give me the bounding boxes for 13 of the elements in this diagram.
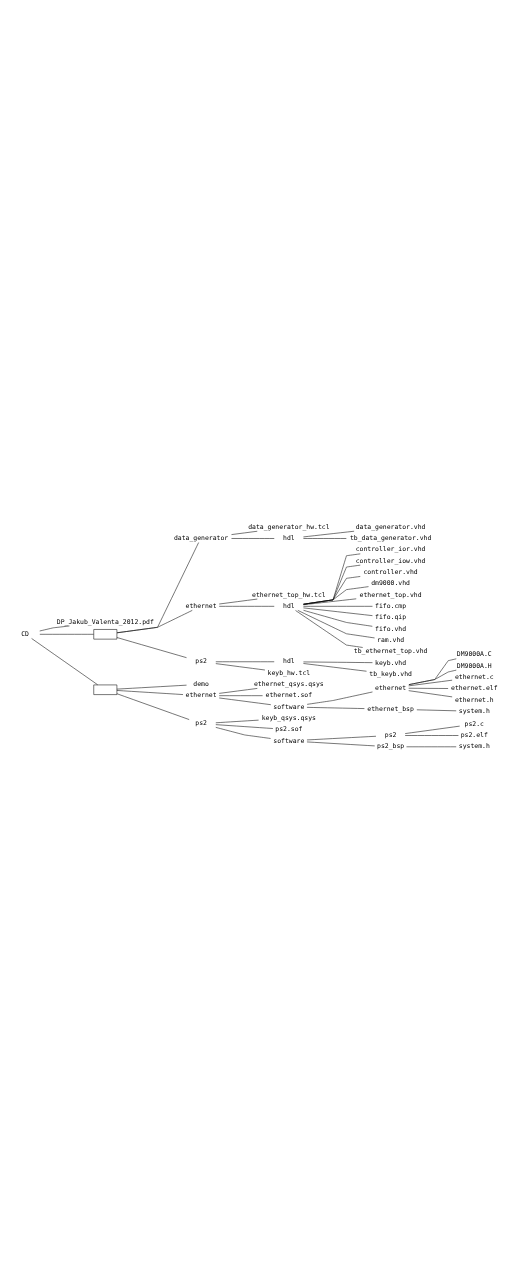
connector: [303, 598, 357, 605]
node-box: [93, 684, 118, 695]
connector: [408, 679, 453, 686]
connector: [303, 605, 373, 607]
connector: [303, 585, 369, 604]
connector: [303, 575, 361, 604]
connector: [116, 541, 199, 633]
connector: [408, 669, 457, 685]
connector: [408, 658, 457, 685]
node-box: [93, 628, 118, 639]
connector: [116, 609, 193, 633]
connector: [303, 564, 361, 604]
connector: [303, 553, 361, 604]
